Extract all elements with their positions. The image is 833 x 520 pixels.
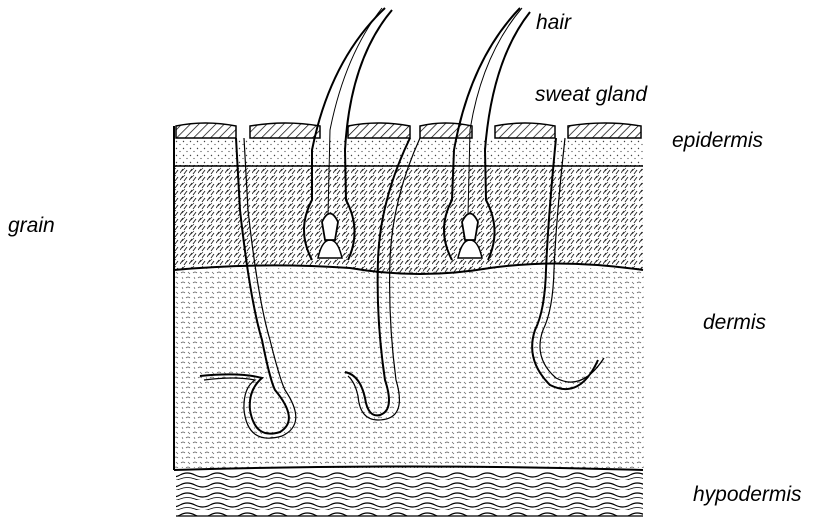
label-hair: hair (536, 12, 571, 33)
label-sweat-gland: sweat gland (535, 84, 647, 105)
label-grain: grain (8, 215, 55, 236)
hypodermis-layer (174, 467, 643, 517)
dermis-layer (174, 268, 644, 468)
label-hypodermis: hypodermis (693, 484, 802, 505)
label-dermis: dermis (703, 312, 766, 333)
label-epidermis: epidermis (672, 130, 763, 151)
grain-layer (174, 165, 643, 274)
